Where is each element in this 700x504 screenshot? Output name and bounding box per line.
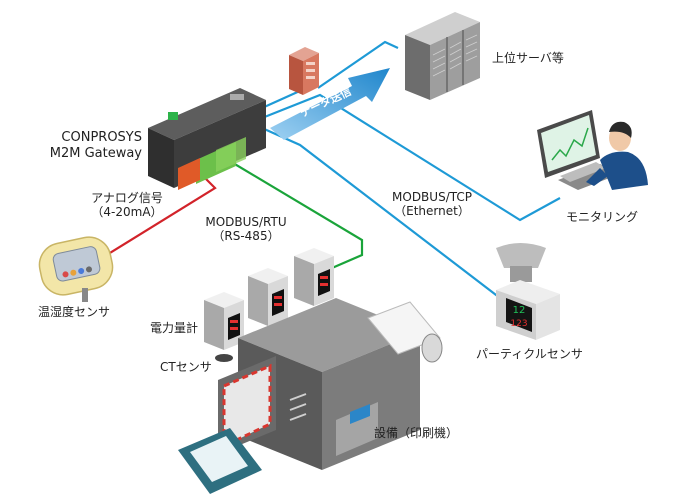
power-meter-2 xyxy=(248,268,288,338)
particle-sensor-label: パーティクルセンサ xyxy=(476,347,583,361)
printing-machine-icon xyxy=(178,298,443,494)
temp-humidity-sensor-icon xyxy=(38,236,114,302)
modbus-rtu-label: MODBUS/RTU （RS-485） xyxy=(186,215,306,243)
upper-server-label: 上位サーバ等 xyxy=(492,51,564,65)
ethernet-lines xyxy=(261,40,561,299)
analog-signal-label: アナログ信号 （4-20mA） xyxy=(72,191,182,219)
ethernet-line-gateway-switch xyxy=(261,88,303,110)
server-rack-icon xyxy=(405,12,480,100)
network-switch-icon xyxy=(289,47,319,95)
particle-sensor-icon: 12 123 xyxy=(496,243,560,340)
monitoring-label: モニタリング xyxy=(566,210,639,224)
particle-display-top: 12 xyxy=(513,305,526,316)
ethernet-line-gateway-particle xyxy=(261,126,501,299)
gateway-label: CONPROSYS M2M Gateway xyxy=(30,130,142,162)
modbus-rtu-label-line1: MODBUS/RTU xyxy=(205,215,287,229)
ethernet-line-gateway-monitor xyxy=(261,93,561,222)
power-meter-label: 電力量計 xyxy=(150,321,199,335)
modbus-tcp-label: MODBUS/TCP （Ethernet） xyxy=(372,190,492,218)
power-meter-1 xyxy=(204,292,244,362)
monitoring-pc-icon xyxy=(537,110,620,190)
power-meter-icon xyxy=(204,248,334,362)
equipment-label: 設備（印刷機） xyxy=(374,426,459,440)
data-transmit-arrow xyxy=(270,68,390,140)
modbus-tcp-label-line1: MODBUS/TCP xyxy=(392,190,472,204)
temp-humidity-sensor-label: 温湿度センサ xyxy=(38,305,111,319)
ct-sensor-label: CTセンサ xyxy=(160,360,212,374)
analog-signal-label-line2: （4-20mA） xyxy=(91,205,163,219)
ethernet-line-switch-server xyxy=(317,40,399,89)
operator-person-icon xyxy=(586,121,648,190)
modbus-tcp-label-line2: （Ethernet） xyxy=(394,204,470,218)
rs485-line xyxy=(227,159,364,270)
particle-display-bottom: 123 xyxy=(510,319,527,329)
analog-signal-label-line1: アナログ信号 xyxy=(91,191,163,205)
m2m-gateway-icon xyxy=(148,88,266,190)
modbus-rtu-label-line2: （RS-485） xyxy=(212,229,280,243)
gateway-label-line2: M2M Gateway xyxy=(49,146,142,161)
machine-side-control-panel xyxy=(336,402,378,456)
gateway-label-line1: CONPROSYS xyxy=(61,130,142,145)
